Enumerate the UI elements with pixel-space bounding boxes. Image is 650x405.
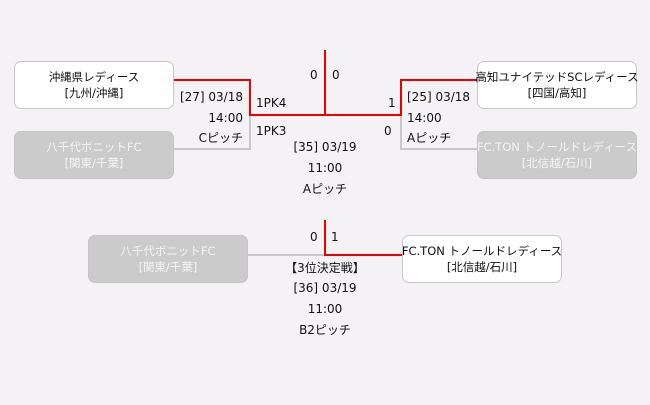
team-region: [四国/高知] — [527, 86, 587, 100]
team-region: [北信越/石川] — [521, 156, 593, 170]
score: 0 — [310, 230, 318, 244]
pk-score: 1PK3 — [256, 124, 287, 138]
bracket-line — [324, 254, 402, 256]
team-box[interactable]: 高知ユナイテッドSCレディース [四国/高知] — [475, 61, 639, 109]
match-pitch: Cピッチ — [198, 131, 243, 145]
team-name: 八千代ボニットFC — [46, 140, 142, 154]
bracket-line — [400, 79, 477, 81]
bracket-line — [174, 79, 251, 81]
match-time: 11:00 — [307, 302, 343, 316]
team-region: [関東/千葉] — [64, 156, 124, 170]
match-time: 11:00 — [307, 161, 343, 175]
pk-score: 1PK4 — [256, 96, 287, 110]
team-name: FC.TON トノールドレディース — [476, 140, 638, 154]
team-box[interactable]: FC.TON トノールドレディース [北信越/石川] — [402, 235, 562, 283]
team-region: [北信越/石川] — [446, 260, 518, 274]
bracket-line — [249, 116, 251, 150]
team-box[interactable]: 沖縄県レディース [九州/沖縄] — [14, 61, 174, 109]
match-time: 14:00 — [208, 111, 243, 125]
team-name: FC.TON トノールドレディース — [401, 244, 563, 258]
team-name: 八千代ボニットFC — [120, 244, 216, 258]
team-name: 高知ユナイテッドSCレディース — [475, 70, 639, 84]
match-pitch: Aピッチ — [302, 182, 348, 196]
bracket-line — [248, 254, 325, 256]
bracket-line — [324, 50, 326, 116]
match-pitch: B2ピッチ — [299, 323, 351, 337]
match-number-date: [36] 03/19 — [293, 281, 357, 295]
match-time: 14:00 — [407, 111, 442, 125]
bracket-line — [400, 79, 402, 116]
bracket-line — [249, 79, 251, 116]
match-pitch: Aピッチ — [407, 131, 452, 145]
score: 0 — [310, 68, 318, 82]
team-box[interactable]: 八千代ボニットFC [関東/千葉] — [14, 131, 174, 179]
score: 0 — [332, 68, 340, 82]
score: 1 — [331, 230, 339, 244]
team-region: [九州/沖縄] — [64, 86, 124, 100]
score: 1 — [388, 96, 396, 110]
score: 0 — [384, 124, 392, 138]
match-number-date: [35] 03/19 — [293, 140, 357, 154]
bracket-line — [400, 148, 477, 150]
team-name: 沖縄県レディース — [48, 70, 140, 84]
team-box[interactable]: FC.TON トノールドレディース [北信越/石川] — [477, 131, 637, 179]
match-number-date: [27] 03/18 — [179, 90, 243, 104]
bracket-line — [174, 148, 251, 150]
team-box[interactable]: 八千代ボニットFC [関東/千葉] — [88, 235, 248, 283]
match-number-date: [25] 03/18 — [407, 90, 471, 104]
bracket-line — [400, 116, 402, 150]
bracket-line — [324, 220, 326, 256]
third-place-title: 【3位決定戦】 — [285, 261, 365, 275]
team-region: [関東/千葉] — [138, 260, 198, 274]
